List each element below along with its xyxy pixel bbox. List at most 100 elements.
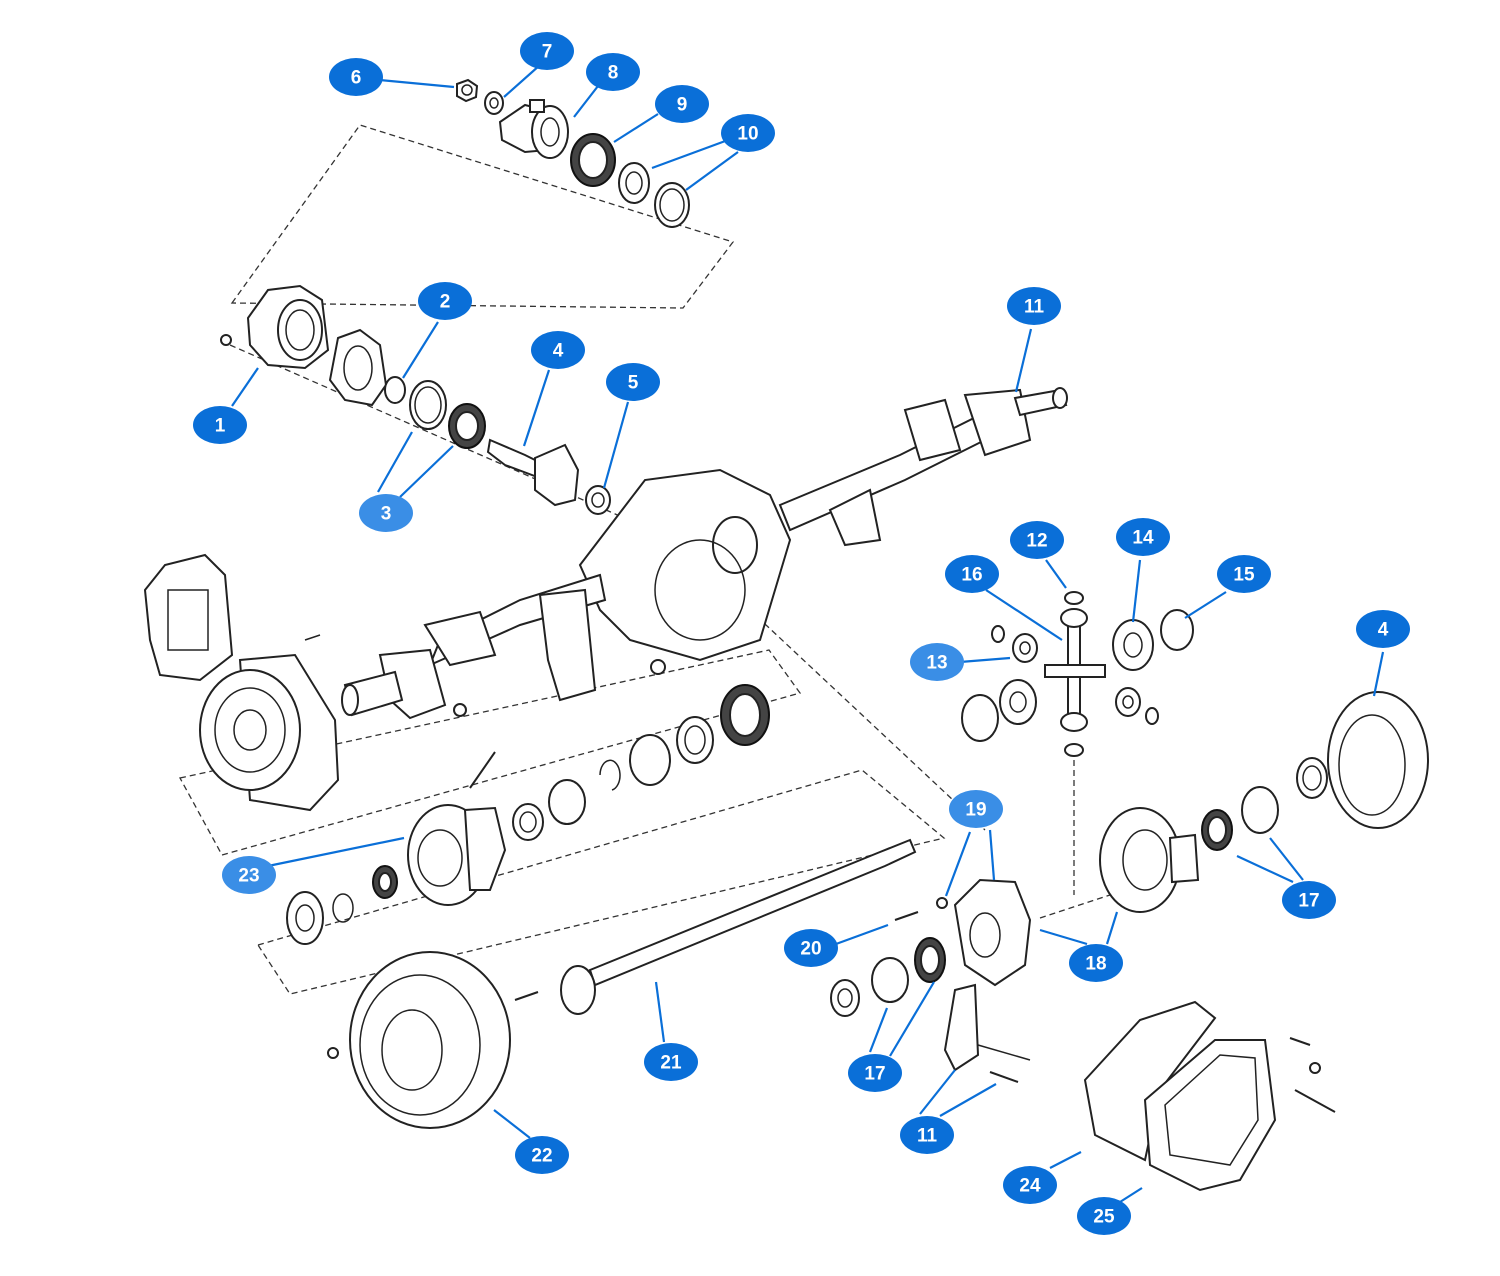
callout-18: 18	[1069, 944, 1123, 982]
callout-label: 24	[1019, 1176, 1041, 1197]
brake-caliper	[143, 553, 234, 682]
callout-label: 23	[238, 866, 259, 887]
callout-badge	[644, 1043, 698, 1081]
callout-label: 17	[1298, 891, 1319, 912]
callout-label: 4	[1378, 620, 1389, 641]
callout-badge	[949, 790, 1003, 828]
ring-gear	[1327, 691, 1429, 829]
callout-badge	[1356, 610, 1410, 648]
carrier-bearing-right	[1296, 757, 1328, 799]
pinion-group-outline	[230, 124, 735, 309]
callout-label: 14	[1132, 528, 1154, 549]
callout-badge	[329, 58, 383, 96]
hub-stud	[469, 751, 496, 789]
callout-badge	[721, 114, 775, 152]
callout-label: 17	[864, 1064, 885, 1085]
callout-label: 19	[965, 800, 986, 821]
callout-badge	[1007, 287, 1061, 325]
callout-badge	[1069, 944, 1123, 982]
callout-label: 3	[381, 504, 392, 525]
callout-badge	[1077, 1197, 1131, 1235]
carrier-cup-right	[1241, 786, 1279, 834]
callout-3: 4	[531, 331, 585, 369]
callout-badge	[1010, 521, 1064, 559]
pinion-inner-bearing	[585, 485, 611, 515]
callout-badge	[1217, 555, 1271, 593]
pinion-gear-washer	[991, 625, 1005, 643]
front-hub-assembly	[199, 669, 301, 791]
callout-label: 15	[1233, 565, 1255, 586]
pinion-nut	[456, 78, 479, 103]
callout-badges: 1234567891011121314151641718192021222317…	[193, 32, 1410, 1235]
callout-badge	[515, 1136, 569, 1174]
cover-fittings	[1289, 1037, 1336, 1113]
callout-19: 19	[949, 790, 1003, 828]
callout-label: 6	[351, 68, 362, 89]
callout-badge	[222, 856, 276, 894]
callout-22: 22	[515, 1136, 569, 1174]
shim-ring	[384, 376, 406, 404]
hub-small-bearing	[372, 865, 398, 899]
callout-badge	[945, 555, 999, 593]
callout-7: 8	[586, 53, 640, 91]
side-gear-washer	[1160, 609, 1194, 651]
callout-4: 5	[606, 363, 660, 401]
differential-case-right	[1099, 807, 1200, 913]
thrust-washer-top	[1064, 591, 1084, 605]
callout-badge	[531, 331, 585, 369]
callout-label: 10	[737, 124, 758, 145]
callout-badge	[1003, 1166, 1057, 1204]
carrier-bearing-axis-line	[1039, 894, 1111, 919]
callout-1: 2	[418, 282, 472, 320]
hub-gasket	[286, 891, 324, 945]
callout-27: 25	[1077, 1197, 1131, 1235]
brake-rotor	[349, 951, 511, 1129]
callout-25: 11	[900, 1116, 954, 1154]
hub-o-ring	[332, 893, 354, 923]
axle-housing	[341, 387, 1068, 720]
callout-badge	[520, 32, 574, 70]
pinion-outer-cup	[409, 380, 447, 430]
snap-ring	[599, 759, 621, 791]
pinion-gear-left	[1012, 633, 1038, 663]
carrier-seal-right	[1201, 809, 1233, 851]
case-screw	[936, 897, 948, 909]
lower-bracket	[943, 983, 1031, 1083]
callout-label: 5	[628, 373, 639, 394]
side-gear-left-washer	[961, 694, 999, 742]
cover-gasket	[1083, 1000, 1217, 1162]
carrier-cup-left	[871, 957, 909, 1003]
differential-case-left	[953, 878, 1032, 987]
caliper-bolt	[304, 634, 321, 641]
callout-14: 15	[1217, 555, 1271, 593]
carrier-seal-left	[914, 937, 946, 983]
callout-label: 1	[215, 416, 226, 437]
callout-20: 20	[784, 929, 838, 967]
callout-label: 22	[531, 1146, 552, 1167]
drive-pinion	[486, 438, 580, 507]
hub-bearing-inner	[512, 803, 544, 841]
pinion-gear-right-washer	[1145, 707, 1159, 725]
differential-spider	[1044, 608, 1106, 732]
carrier-bearing-left	[830, 979, 860, 1017]
callout-12: 13	[910, 643, 964, 681]
callout-badge	[910, 643, 964, 681]
hub-bearing-outer	[676, 716, 714, 764]
callout-13: 14	[1116, 518, 1170, 556]
callout-label: 8	[608, 63, 619, 84]
callout-label: 4	[553, 341, 564, 362]
callout-badge	[193, 406, 247, 444]
callout-23: 23	[222, 856, 276, 894]
callout-6: 7	[520, 32, 574, 70]
hub-cup	[629, 734, 671, 786]
callout-badge	[418, 282, 472, 320]
callout-label: 16	[961, 565, 982, 586]
callout-label: 7	[542, 42, 553, 63]
rotor-nut	[327, 1047, 339, 1059]
callout-5: 6	[329, 58, 383, 96]
callout-17: 17	[1282, 881, 1336, 919]
pinion-seal	[570, 133, 616, 187]
callout-badge	[784, 929, 838, 967]
callout-10: 11	[1007, 287, 1061, 325]
